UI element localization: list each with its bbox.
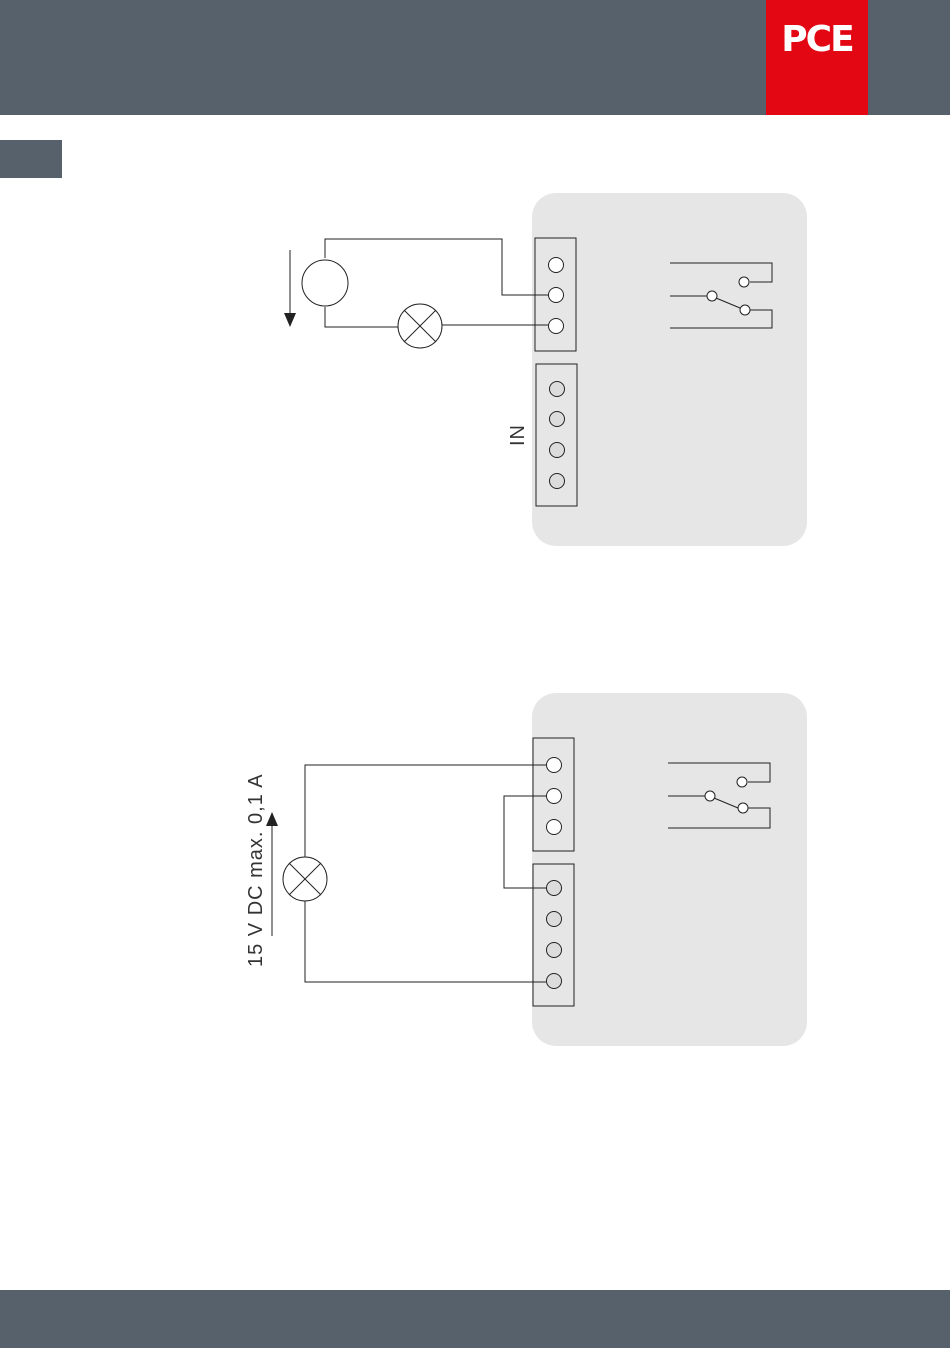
diagram-1: IN xyxy=(284,193,807,546)
voltage-source-icon xyxy=(302,260,348,306)
wiring-2 xyxy=(305,765,546,982)
terminal xyxy=(550,412,565,427)
arrow-icon xyxy=(284,250,296,327)
terminal xyxy=(547,881,562,896)
terminal xyxy=(547,820,562,835)
arrow-icon xyxy=(266,812,278,936)
terminal xyxy=(547,974,562,989)
terminal xyxy=(550,443,565,458)
terminal xyxy=(547,789,562,804)
lamp-icon xyxy=(398,304,442,348)
footer-bar xyxy=(0,1290,950,1348)
terminal xyxy=(549,258,564,273)
terminal xyxy=(547,943,562,958)
terminal xyxy=(547,912,562,927)
terminal xyxy=(549,288,564,303)
input-label: IN xyxy=(507,424,529,446)
terminal xyxy=(550,382,565,397)
lamp-icon xyxy=(283,857,327,901)
terminal xyxy=(549,319,564,334)
diagram-2: 15 V DC max. 0,1 A xyxy=(245,693,807,1046)
supply-label: 15 V DC max. 0,1 A xyxy=(245,773,267,967)
terminal xyxy=(550,474,565,489)
terminal xyxy=(547,758,562,773)
